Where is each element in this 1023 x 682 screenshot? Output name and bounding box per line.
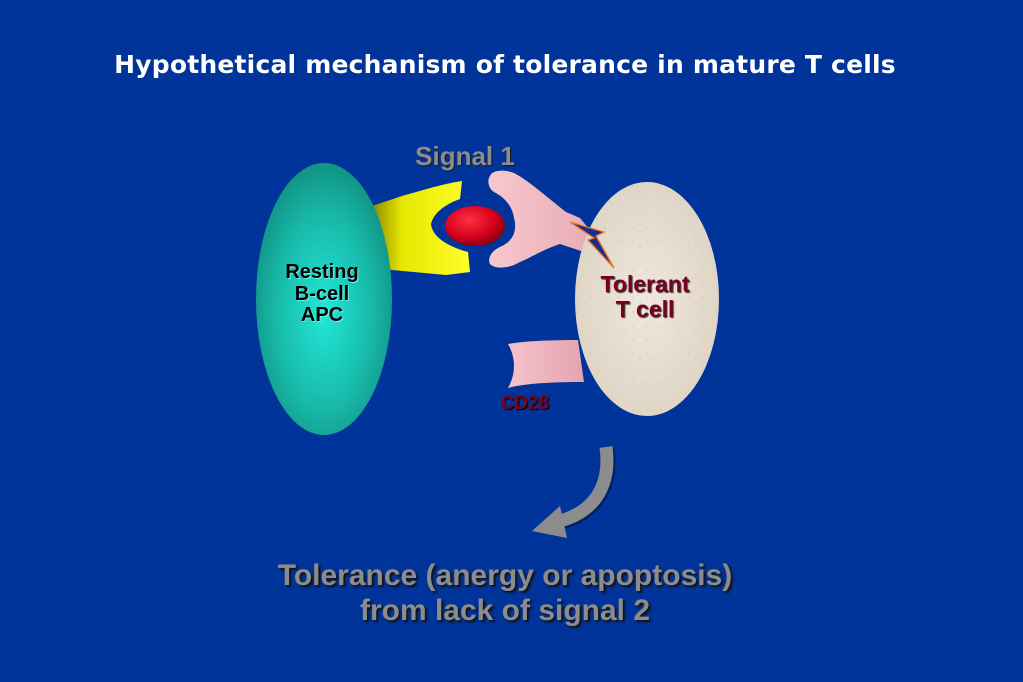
curved-arrow-shaft-main: [558, 446, 614, 528]
tcell-texture: [575, 182, 719, 416]
tcell-label-line2: T cell: [615, 295, 675, 322]
bcell-label-line2: B-cell: [294, 282, 350, 305]
conclusion-line2: from lack of signal 2: [359, 594, 651, 628]
cd28-receptor: [508, 340, 584, 388]
conclusion-text: Tolerance (anergy or apoptosis) from lac…: [0, 558, 1010, 629]
tcell-label-line1: Tolerant: [600, 271, 690, 297]
signal1-label: Signal 1: [415, 141, 515, 171]
signal-spark: [569, 221, 615, 269]
conclusion-line1: Tolerance (anergy or apoptosis): [277, 559, 733, 592]
bcell-label-line1: Resting: [285, 261, 359, 283]
cd28-label: CD28: [500, 393, 550, 414]
bcell-label-line3: APC: [300, 304, 344, 327]
bcell-label: Resting B-cell APC: [262, 261, 382, 327]
tcell-label: Tolerant T cell: [580, 272, 710, 322]
slide-title: Hypothetical mechanism of tolerance in m…: [114, 50, 896, 79]
antigen: [445, 206, 505, 246]
resting-bcell: [256, 163, 392, 435]
mhc-molecule: [372, 181, 470, 275]
tcr-molecule: [488, 170, 598, 268]
curved-arrow-head: [532, 506, 567, 538]
